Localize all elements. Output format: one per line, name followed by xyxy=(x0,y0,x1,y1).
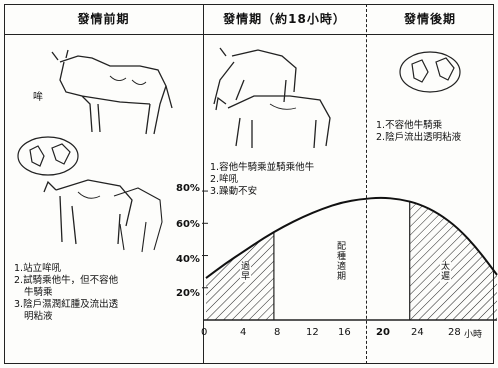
list-item: 3.躁動不安 xyxy=(210,186,258,197)
zone-late-area xyxy=(409,201,497,320)
header-divider xyxy=(4,34,494,35)
conception-curve xyxy=(205,196,498,279)
zone-label-optimal: 配種適期 xyxy=(336,242,346,282)
moo-label: 哞 xyxy=(33,92,43,103)
y-tick-label: 20% xyxy=(176,288,200,299)
x-tick-label: 12 xyxy=(306,327,319,338)
list-item: 1.不容他牛騎乘 xyxy=(376,120,443,131)
x-tick-label: 20 xyxy=(376,327,390,338)
header-pre-estrus: 發情前期 xyxy=(77,12,130,26)
x-tick-label: 24 xyxy=(411,327,424,338)
zone-early-area xyxy=(206,232,274,320)
zone-label-late: 太遲 xyxy=(440,262,451,282)
y-tick-label: 40% xyxy=(176,254,200,265)
list-item: 3.陰戶濕潤紅腫及流出透 xyxy=(14,299,119,310)
list-item: 明粘液 xyxy=(24,311,53,322)
estrus-signs: 1.容他牛騎乘並騎乘他牛 2.哞吼 3.躁動不安 xyxy=(210,162,314,198)
x-tick-label: 16 xyxy=(338,327,351,338)
post-estrus-signs: 1.不容他牛騎乘 2.陰戶流出透明粘液 xyxy=(376,120,461,144)
pre-estrus-signs: 1.站立哞吼 2.試騎乘他牛，但不容他 牛騎乘 3.陰戶濕潤紅腫及流出透 明粘液 xyxy=(14,263,118,323)
x-tick-label: 4 xyxy=(240,327,247,338)
cow-heads-icon xyxy=(17,136,79,176)
list-item: 2.哞吼 xyxy=(210,174,239,185)
cow-pair-mounting-icon xyxy=(213,47,331,149)
cow-heads-icon xyxy=(399,51,461,93)
list-item: 牛騎乘 xyxy=(24,287,53,298)
x-tick-label: 28 xyxy=(448,327,461,338)
cow-icon xyxy=(51,49,173,135)
column-divider-left xyxy=(203,4,204,364)
zone-label-early: 過早 xyxy=(240,262,251,282)
x-unit-label: 小時 xyxy=(464,330,483,340)
header-estrus: 發情期（約18小時） xyxy=(223,12,346,26)
outer-frame xyxy=(4,4,494,364)
x-tick-label: 8 xyxy=(274,327,281,338)
list-item: 1.容他牛騎乘並騎乘他牛 xyxy=(210,162,315,173)
conception-chart xyxy=(202,190,498,321)
x-tick-label: 0 xyxy=(201,327,208,338)
list-item: 2.試騎乘他牛，但不容他 xyxy=(14,275,119,286)
cow-pair-mounting-icon xyxy=(43,179,163,253)
y-tick-marks xyxy=(202,190,208,289)
header-post-estrus: 發情後期 xyxy=(403,12,456,26)
column-divider-right xyxy=(366,4,367,364)
y-tick-label: 60% xyxy=(176,219,200,230)
list-item: 1.站立哞吼 xyxy=(14,263,62,274)
list-item: 2.陰戶流出透明粘液 xyxy=(376,132,462,143)
y-tick-label: 80% xyxy=(176,183,200,194)
